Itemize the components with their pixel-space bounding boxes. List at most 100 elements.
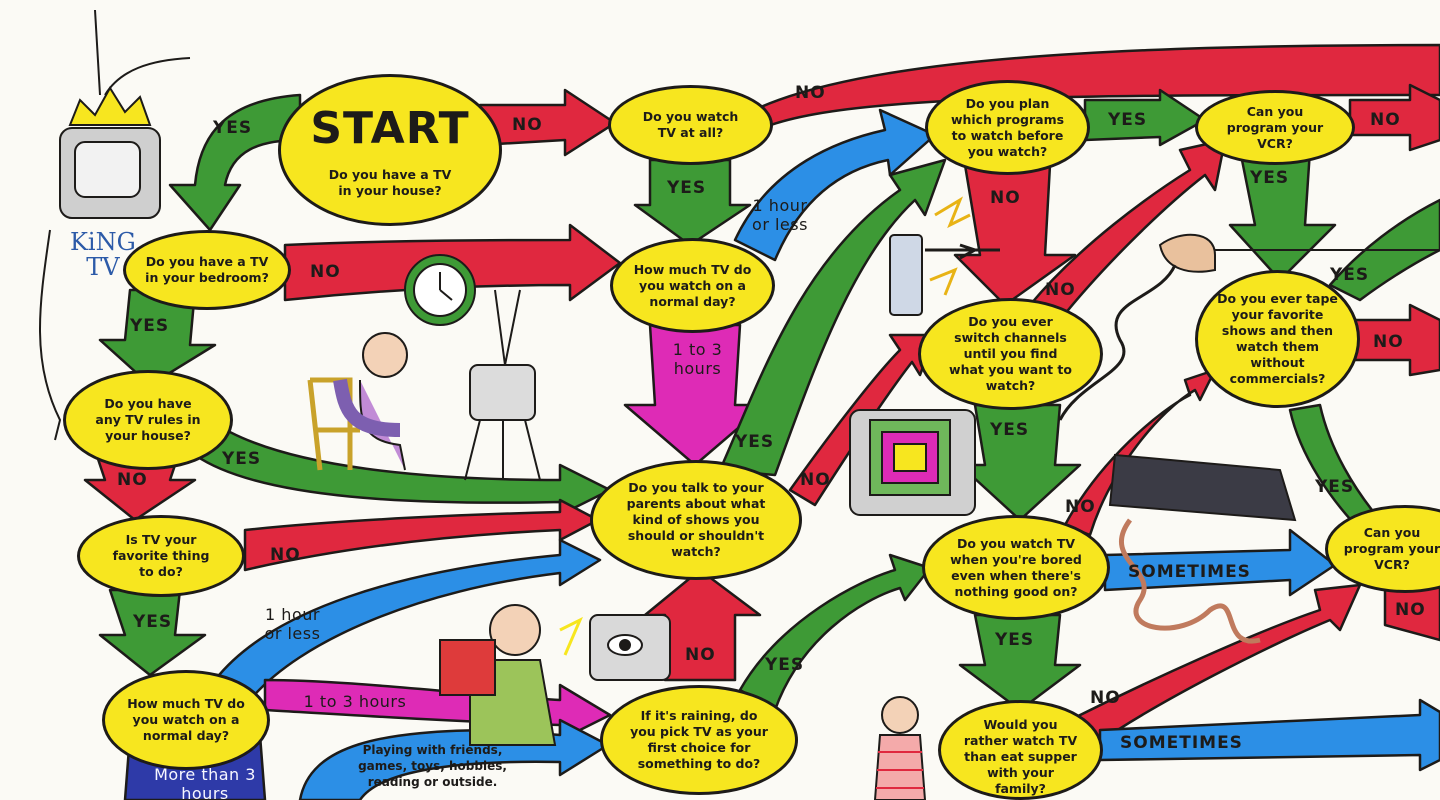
node-bedroom[interactable]: Do you have a TV in your bedroom? xyxy=(123,230,291,310)
striped-kid-head-icon xyxy=(881,696,919,734)
node-bored[interactable]: Do you watch TV when you're bored even w… xyxy=(922,515,1110,620)
node-favorite-text: Is TV your favorite thing to do? xyxy=(112,532,210,579)
node-raining-text: If it's raining, do you pick TV as your … xyxy=(630,708,768,771)
arrow-sometimes-2 xyxy=(1098,698,1440,772)
outlet-icon xyxy=(889,234,923,316)
label-yes-watch: YES xyxy=(667,178,707,198)
arrow-talk-yes xyxy=(718,158,947,477)
lightning-icon xyxy=(929,196,971,296)
king-tv-antenna xyxy=(94,9,191,96)
label-yes-vcr1: YES xyxy=(1250,168,1290,188)
node-supper[interactable]: Would you rather watch TV than eat suppe… xyxy=(938,700,1103,800)
label-onetothree-bottom: 1 to 3 hours xyxy=(303,692,407,711)
label-yes-rules: YES xyxy=(222,449,262,469)
label-yes-start: YES xyxy=(213,118,253,138)
node-tape[interactable]: Do you ever tape your favorite shows and… xyxy=(1195,270,1360,408)
arrow-vcr1-yes xyxy=(1228,148,1337,282)
node-switch-text: Do you ever switch channels until you fi… xyxy=(949,314,1072,393)
node-talk-text: Do you talk to your parents about what k… xyxy=(626,480,766,559)
node-start[interactable]: START Do you have a TV in your house? xyxy=(278,74,502,226)
label-no-bored: NO xyxy=(1065,497,1096,517)
arrow-magenta-bottom xyxy=(263,678,612,742)
label-morethan: More than 3 hours xyxy=(154,765,256,800)
label-yes-plan: YES xyxy=(1108,110,1148,130)
node-how-much-bottom-text: How much TV do you watch on a normal day… xyxy=(127,696,245,743)
label-yes-bored: YES xyxy=(995,630,1035,650)
node-how-much-top[interactable]: How much TV do you watch on a normal day… xyxy=(610,238,775,333)
brand-line1: KiNG xyxy=(70,228,136,256)
node-watch-tv[interactable]: Do you watch TV at all? xyxy=(608,85,773,165)
label-yes-bedroom: YES xyxy=(130,316,170,336)
node-talk[interactable]: Do you talk to your parents about what k… xyxy=(590,460,802,580)
node-favorite[interactable]: Is TV your favorite thing to do? xyxy=(77,515,245,597)
arrow-rules-yes xyxy=(193,418,612,517)
label-no-top: NO xyxy=(795,83,826,103)
label-yes-talk: YES xyxy=(735,432,775,452)
label-no-raining: NO xyxy=(685,645,716,665)
label-no-start: NO xyxy=(512,115,543,135)
arrow-plan-no xyxy=(953,163,1077,307)
node-bored-text: Do you watch TV when you're bored even w… xyxy=(950,535,1082,599)
node-vcr1[interactable]: Can you program your VCR? xyxy=(1195,90,1355,165)
arrow-vcr1-no xyxy=(1348,83,1440,152)
kid-head-icon xyxy=(362,332,408,378)
hand-icon xyxy=(1158,233,1216,273)
arrow-bored-yes xyxy=(958,613,1082,712)
arrow-switch-yes xyxy=(958,403,1082,522)
brand-line2: TV xyxy=(86,253,120,282)
arrow-supper-no xyxy=(1068,583,1362,747)
node-plan-text: Do you plan which programs to watch befo… xyxy=(950,95,1065,159)
cord-icon xyxy=(1058,264,1177,421)
arrow-plan-yes xyxy=(1083,88,1207,147)
node-rules[interactable]: Do you have any TV rules in your house? xyxy=(63,370,233,470)
label-yes-favorite: YES xyxy=(133,612,173,632)
arrow-onehour-top xyxy=(733,108,937,262)
label-onehour-bottom: 1 hour or less xyxy=(264,605,321,644)
arrow-watch-yes xyxy=(633,158,752,247)
arrow-favorite-no xyxy=(243,498,600,572)
node-tape-text: Do you ever tape your favorite shows and… xyxy=(1217,291,1338,386)
label-no-vcr1: NO xyxy=(1370,110,1401,130)
arrow-tape-no xyxy=(1353,303,1440,377)
vcr-tape-icon xyxy=(1108,453,1297,522)
node-how-much-bottom[interactable]: How much TV do you watch on a normal day… xyxy=(102,670,270,770)
node-rules-text: Do you have any TV rules in your house? xyxy=(95,396,201,443)
arrow-no-top xyxy=(698,43,1440,152)
tape-ribbon-icon xyxy=(1119,518,1261,644)
label-yes-tape: YES xyxy=(1330,265,1370,285)
arrow-onehour-bottom xyxy=(213,538,602,702)
label-no-tape: NO xyxy=(1373,332,1404,352)
node-plan[interactable]: Do you plan which programs to watch befo… xyxy=(925,80,1090,175)
node-how-much-top-text: How much TV do you watch on a normal day… xyxy=(633,261,752,309)
arrow-magenta-top xyxy=(623,323,767,467)
node-supper-text: Would you rather watch TV than eat suppe… xyxy=(963,717,1078,796)
start-title: START xyxy=(310,102,470,154)
arrow-sometimes-1 xyxy=(1103,528,1337,597)
node-start-text: Do you have a TV in your house? xyxy=(328,167,452,199)
label-no-vcr2: NO xyxy=(1395,600,1426,620)
label-no-switch: NO xyxy=(1045,280,1076,300)
label-sometimes-2: SOMETIMES xyxy=(1120,733,1243,753)
book-icon xyxy=(439,639,496,696)
node-raining[interactable]: If it's raining, do you pick TV as your … xyxy=(600,685,798,795)
arrow-favorite-yes xyxy=(98,588,207,677)
label-no-talk: NO xyxy=(800,470,831,490)
node-bedroom-text: Do you have a TV in your bedroom? xyxy=(145,254,269,285)
label-no-favorite: NO xyxy=(270,545,301,565)
label-yes-switch: YES xyxy=(990,420,1030,440)
label-onehour-top: 1 hour or less xyxy=(752,196,808,235)
node-switch[interactable]: Do you ever switch channels until you fi… xyxy=(918,298,1103,410)
label-no-plan: NO xyxy=(990,188,1021,208)
arrow-raining-yes xyxy=(738,553,932,712)
label-no-rules: NO xyxy=(117,470,148,490)
chair-icon xyxy=(307,377,360,471)
playing-text: Playing with friends, games, toys, hobbi… xyxy=(358,743,507,790)
node-vcr2-text: Can you program your VCR? xyxy=(1343,525,1440,572)
node-vcr1-text: Can you program your VCR? xyxy=(1226,103,1324,151)
label-yes-tape2: YES xyxy=(1315,477,1355,497)
small-tv-icon xyxy=(469,364,536,421)
arrow-switch-no xyxy=(1028,138,1227,322)
label-no-supper: NO xyxy=(1090,688,1121,708)
